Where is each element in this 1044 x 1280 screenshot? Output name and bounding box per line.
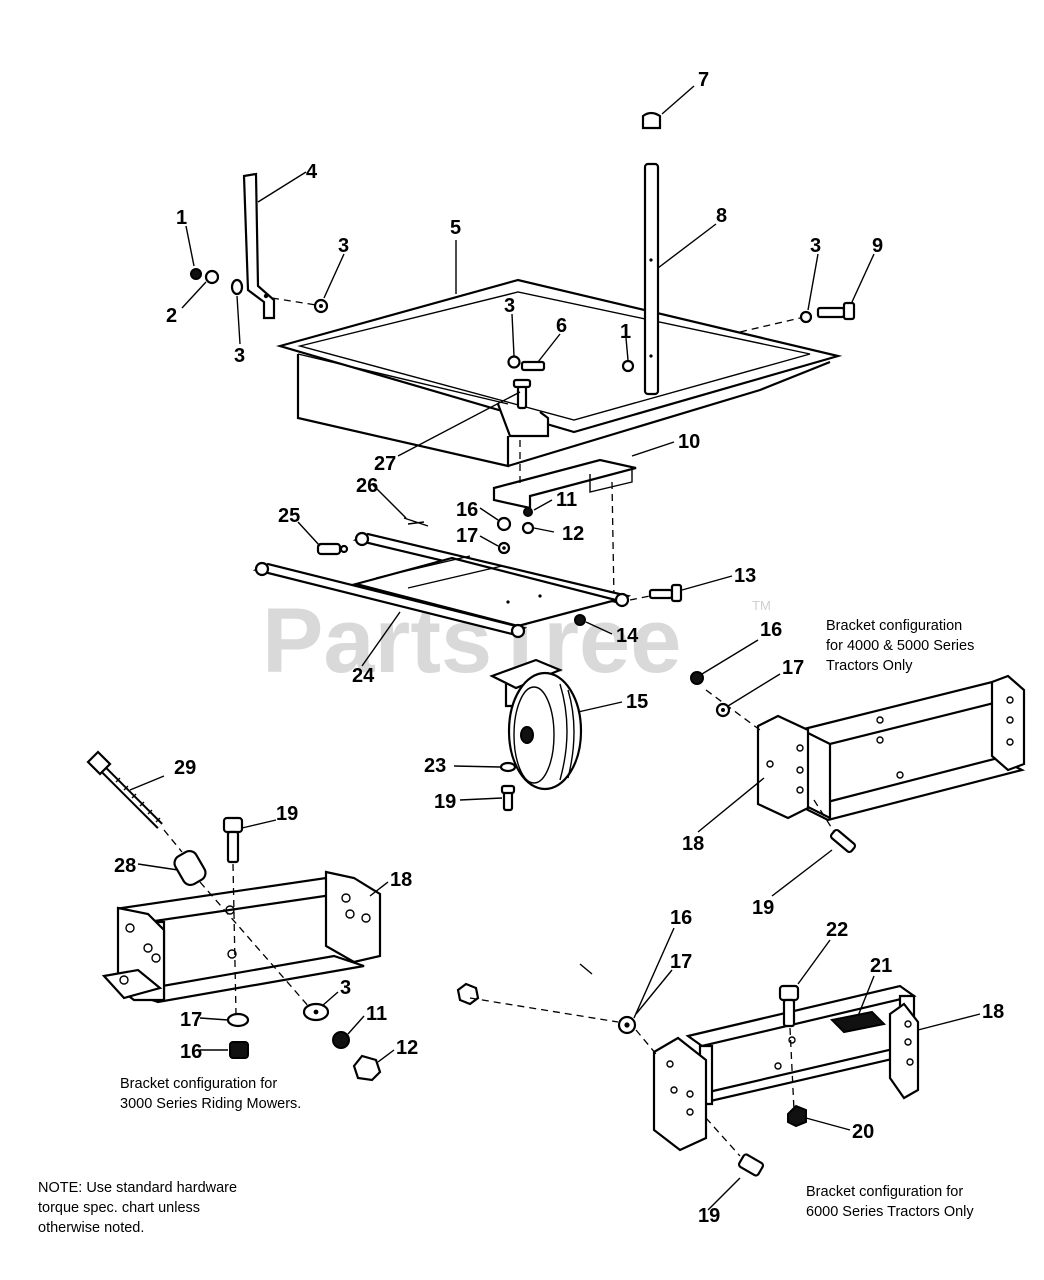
callout-3: 3 <box>340 977 351 999</box>
callout-1: 1 <box>620 321 631 343</box>
callout-27: 27 <box>374 453 396 475</box>
svg-text:torque spec. chart unless: torque spec. chart unless <box>38 1200 200 1216</box>
frame-bolt-13 <box>629 583 683 603</box>
bed-bolt-27 <box>512 378 532 410</box>
callout-22: 22 <box>826 919 848 941</box>
clip-pin <box>316 517 429 556</box>
callout-1: 1 <box>176 207 187 229</box>
note-text: NOTE: Use standard hardware torque spec.… <box>38 1180 237 1236</box>
callout-23: 23 <box>424 755 446 777</box>
callout-19: 19 <box>276 803 298 825</box>
callout-17: 17 <box>670 951 692 973</box>
bracket-6000 <box>652 984 920 1152</box>
right-bolt <box>739 301 856 333</box>
callout-17: 17 <box>782 657 804 679</box>
callout-12: 12 <box>562 523 584 545</box>
bracket-6000-hardware <box>456 963 807 1177</box>
bed-pin-hardware <box>507 355 635 373</box>
dump-lever <box>242 172 276 320</box>
callout-19: 19 <box>434 791 456 813</box>
svg-text:for 4000 & 5000 Series: for 4000 & 5000 Series <box>826 638 974 654</box>
bed-rod <box>643 162 660 396</box>
callout-26: 26 <box>356 475 378 497</box>
callout-18: 18 <box>682 833 704 855</box>
caster-hardware <box>499 761 517 812</box>
svg-text:Bracket configuration: Bracket configuration <box>826 618 962 634</box>
callout-11: 11 <box>366 1003 387 1025</box>
callout-2: 2 <box>166 305 177 327</box>
caption-6000: Bracket configuration for 6000 Series Tr… <box>806 1184 974 1220</box>
long-bolt-29 <box>86 750 183 853</box>
callout-6: 6 <box>556 315 567 337</box>
caption-3000: Bracket configuration for 3000 Series Ri… <box>120 1076 301 1112</box>
callout-19: 19 <box>698 1205 720 1227</box>
callout-16: 16 <box>670 907 692 929</box>
bed-bracket <box>492 440 637 601</box>
svg-text:otherwise noted.: otherwise noted. <box>38 1220 144 1236</box>
callout-13: 13 <box>734 565 756 587</box>
callout-28: 28 <box>114 855 136 877</box>
callout-7: 7 <box>698 69 709 91</box>
callout-15: 15 <box>626 691 648 713</box>
callout-17: 17 <box>456 525 478 547</box>
caster-wheel <box>489 658 583 791</box>
dump-bed <box>275 278 843 468</box>
bracket-3000-hardware <box>226 1002 382 1082</box>
callout-29: 29 <box>174 757 196 779</box>
bracket-4000-5000 <box>690 671 1026 854</box>
callout-18: 18 <box>982 1001 1004 1023</box>
callout-25: 25 <box>278 505 300 527</box>
svg-text:NOTE: Use standard hardware: NOTE: Use standard hardware <box>38 1180 237 1196</box>
callout-19: 19 <box>752 897 774 919</box>
svg-text:Tractors Only: Tractors Only <box>826 658 913 674</box>
callout-5: 5 <box>450 217 461 239</box>
svg-text:6000 Series Tractors Only: 6000 Series Tractors Only <box>806 1204 974 1220</box>
svg-text:Bracket configuration for: Bracket configuration for <box>120 1076 277 1092</box>
callout-3: 3 <box>234 345 245 367</box>
svg-text:3000 Series Riding Mowers.: 3000 Series Riding Mowers. <box>120 1096 301 1112</box>
bolt-19-vertical <box>222 816 244 1015</box>
callout-3: 3 <box>338 235 349 257</box>
lever-hardware <box>190 268 329 314</box>
callout-21: 21 <box>870 955 892 977</box>
callout-20: 20 <box>852 1121 874 1143</box>
callout-16: 16 <box>456 499 478 521</box>
watermark-trademark: TM <box>752 598 771 613</box>
callout-18: 18 <box>390 869 412 891</box>
callout-16: 16 <box>180 1041 202 1063</box>
svg-text:Bracket configuration for: Bracket configuration for <box>806 1184 963 1200</box>
callout-11: 11 <box>556 489 577 511</box>
callout-16: 16 <box>760 619 782 641</box>
leader-lines <box>129 85 981 1211</box>
frame-hardware <box>496 507 535 555</box>
callout-10: 10 <box>678 431 700 453</box>
callout-3: 3 <box>504 295 515 317</box>
callout-24: 24 <box>352 665 375 687</box>
tow-frame <box>252 531 632 639</box>
callout-4: 4 <box>306 161 318 183</box>
callout-8: 8 <box>716 205 727 227</box>
frame-nut-14 <box>574 614 586 626</box>
callout-17: 17 <box>180 1009 202 1031</box>
bracket-3000 <box>101 870 382 1004</box>
callout-9: 9 <box>872 235 883 257</box>
callout-numbers: 1 2 3 4 3 5 3 6 1 7 8 3 9 10 27 26 25 16… <box>114 69 1004 1227</box>
callout-3: 3 <box>810 235 821 257</box>
callout-12: 12 <box>396 1037 418 1059</box>
rod-cap <box>641 111 662 130</box>
caption-4000-5000: Bracket configuration for 4000 & 5000 Se… <box>826 618 974 674</box>
spacer-28 <box>173 849 311 1009</box>
callout-14: 14 <box>616 625 639 647</box>
